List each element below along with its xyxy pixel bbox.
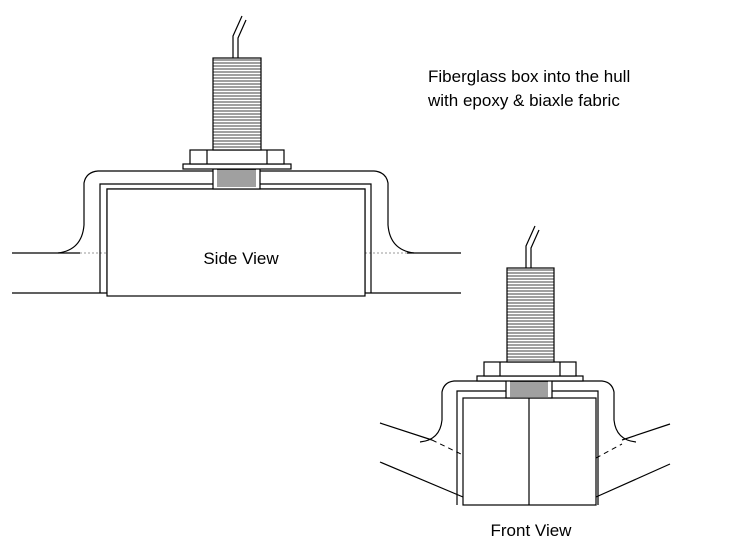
- side-cable: [232, 15, 243, 58]
- front-hull-dashed-left: [431, 439, 464, 456]
- side-cable-2: [237, 19, 247, 58]
- side-transducer-body: [106, 188, 366, 297]
- annotation-line-2: with epoxy & biaxle fabric: [427, 91, 620, 110]
- side-neck-threads: [217, 169, 256, 187]
- front-hull-bottom-left: [379, 461, 464, 498]
- front-hull-top-right: [621, 423, 671, 441]
- front-cable: [525, 225, 536, 268]
- front-hull-dashed-right: [595, 443, 623, 459]
- front-hull-top-left: [379, 422, 433, 441]
- front-view: Front View: [379, 225, 671, 540]
- side-view: Side View: [12, 15, 461, 297]
- front-stem-threads: [507, 269, 554, 361]
- front-view-label: Front View: [491, 521, 573, 540]
- front-cable-2: [530, 229, 540, 268]
- front-hull-bottom-right: [595, 463, 671, 498]
- side-nut: [189, 149, 285, 165]
- side-washer: [182, 163, 292, 170]
- side-view-label: Side View: [203, 249, 279, 268]
- annotation: Fiberglass box into the hull with epoxy …: [427, 67, 630, 110]
- front-neck-threads: [510, 381, 548, 397]
- front-washer: [476, 375, 584, 382]
- annotation-line-1: Fiberglass box into the hull: [428, 67, 630, 86]
- side-stem-threads: [213, 59, 261, 148]
- front-nut: [483, 361, 577, 377]
